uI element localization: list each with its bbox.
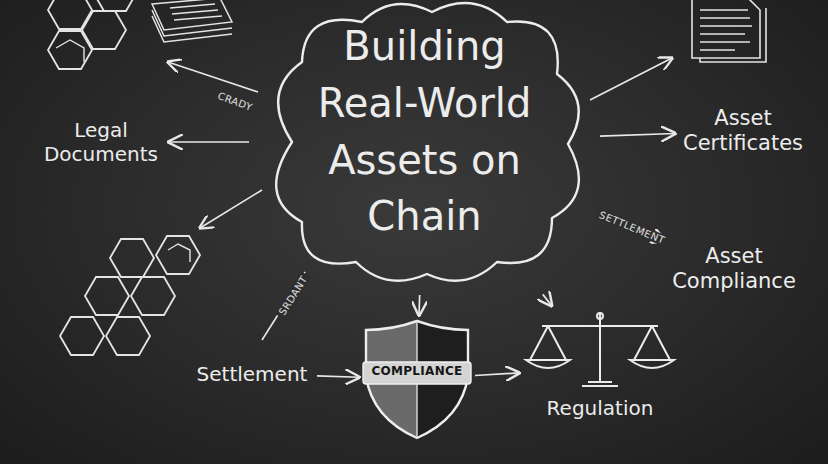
text-node: Legal Documents (36, 116, 166, 168)
text-node: Asset Certificates (678, 104, 808, 158)
arrow-to-hexagon-cluster (200, 190, 262, 228)
paper-stack (152, 0, 232, 42)
connector-arrow (169, 141, 249, 143)
hexagon (93, 0, 137, 11)
connector-arrow (543, 294, 552, 305)
hexagon-cluster-top (48, 0, 137, 69)
hexagon-cluster-bottom (60, 236, 200, 355)
node-label: Settlement (190, 360, 314, 388)
hexagon (48, 31, 92, 69)
node-label: Legal Documents (36, 116, 166, 168)
hexagon (110, 239, 154, 277)
text-node: Settlement (190, 360, 314, 388)
node-label: Asset Certificates (678, 104, 808, 158)
arrow-annotation: CRADY (213, 89, 256, 114)
hexagon (60, 317, 104, 355)
document-icon (692, 0, 766, 62)
hexagon (106, 317, 150, 355)
connector-arrow (418, 295, 420, 315)
arrow-to-hexagons (168, 62, 258, 92)
hexagon (85, 277, 129, 315)
hexagon (131, 277, 175, 315)
connector-arrow (600, 133, 675, 136)
cloud-label: Building Real-World Assets on Chain (290, 18, 560, 245)
shield-outline (362, 318, 472, 440)
title-cloud: Building Real-World Assets on Chain (252, 0, 597, 292)
shield-label: COMPLIANCE (364, 364, 470, 378)
arrow-annotation: SRDANT (275, 271, 311, 319)
edge-label: SETTLEMENT (595, 208, 670, 247)
node-label: Asset Compliance (664, 242, 804, 296)
connector-arrow (317, 376, 359, 377)
text-node: Asset Compliance (664, 242, 804, 296)
regulation-scales: Regulation (522, 308, 678, 428)
compliance-shield: COMPLIANCE (362, 318, 472, 440)
hexagon (156, 236, 200, 274)
arrow-to-document (590, 58, 672, 100)
connector-arrow (475, 373, 519, 376)
scales-label: Regulation (525, 396, 675, 420)
